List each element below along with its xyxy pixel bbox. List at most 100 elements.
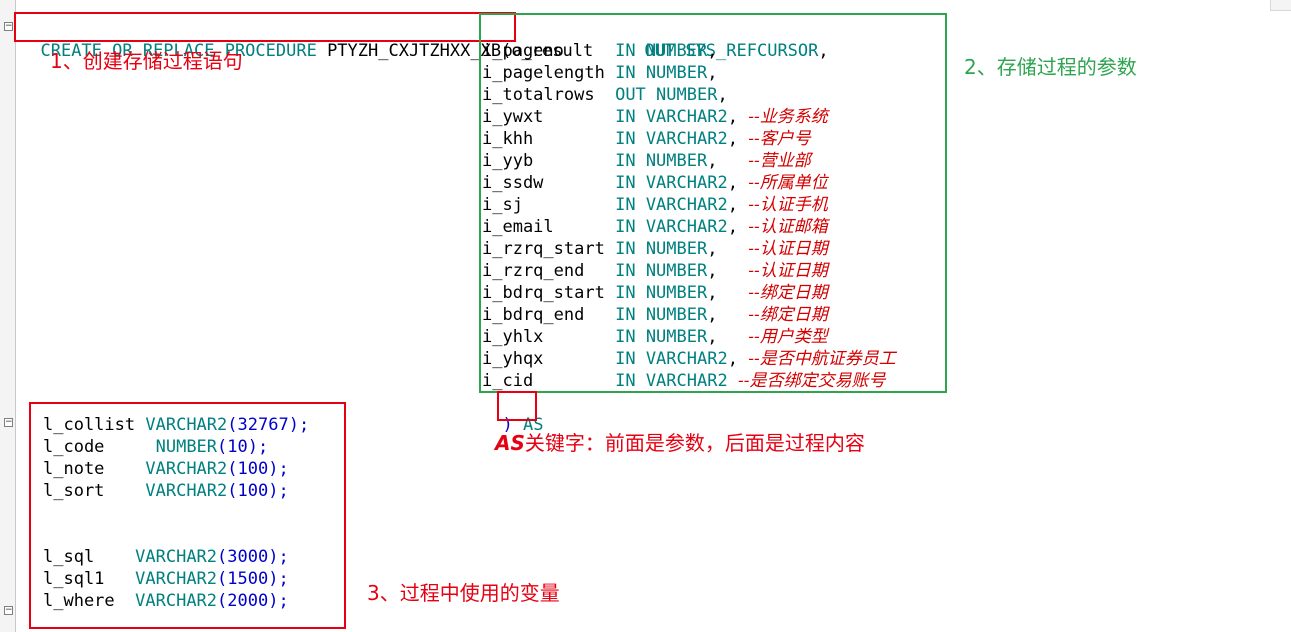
param-line[interactable]: i_bdrq_end IN NUMBER, --绑定日期 — [482, 304, 828, 326]
variable-size: 2000 — [227, 591, 269, 611]
param-line[interactable]: i_totalrows OUT NUMBER, — [482, 84, 748, 106]
code-line-header[interactable]: CREATE OR REPLACE PROCEDURE PTYZH_CXJTZH… — [40, 41, 829, 61]
param-mode: IN — [615, 283, 636, 303]
param-separator: , — [707, 239, 718, 259]
param-separator: , — [707, 261, 718, 281]
param-separator: , — [707, 327, 718, 347]
param-comment: --用户类型 — [748, 327, 828, 347]
param-type: NUMBER — [645, 305, 708, 325]
param-type: VARCHAR2 — [645, 129, 728, 149]
param-type: NUMBER — [645, 41, 708, 61]
param-name: o_result — [511, 41, 594, 61]
variable-size: 32767 — [237, 415, 289, 435]
variable-type: VARCHAR2 — [135, 569, 218, 589]
param-mode: IN — [615, 41, 636, 61]
variable-type: VARCHAR2 — [145, 459, 228, 479]
param-comment: --认证日期 — [748, 239, 828, 259]
param-name: i_cid — [482, 371, 534, 391]
param-comment: --认证手机 — [748, 195, 828, 215]
variable-line[interactable]: l_note VARCHAR2(100); — [43, 459, 289, 479]
param-line[interactable]: i_cid IN VARCHAR2 --是否绑定交易账号 — [482, 370, 885, 392]
annotation-as-text: 关键字：前面是参数，后面是过程内容 — [524, 431, 865, 455]
param-mode: IN — [615, 151, 636, 171]
param-comment: --是否中航证券员工 — [748, 349, 896, 369]
open-paren: ( — [501, 41, 512, 61]
annotation-as: AS关键字：前面是参数，后面是过程内容 — [495, 430, 865, 456]
param-comment: --营业部 — [748, 151, 811, 171]
param-type: VARCHAR2 — [645, 349, 728, 369]
param-name: i_ywxt — [482, 107, 544, 127]
param-line[interactable]: i_ywxt IN VARCHAR2, --业务系统 — [482, 106, 828, 128]
param-name: i_rzrq_start — [482, 239, 605, 259]
param-separator: , — [727, 173, 738, 193]
param-line[interactable]: i_ssdw IN VARCHAR2, --所属单位 — [482, 172, 828, 194]
variable-size: 100 — [237, 481, 269, 501]
param-type: VARCHAR2 — [645, 107, 728, 127]
param-name: i_pagelength — [482, 63, 605, 83]
variable-line[interactable]: l_sql VARCHAR2(3000); — [43, 547, 289, 567]
param-type: VARCHAR2 — [645, 371, 728, 391]
param-type: NUMBER — [645, 283, 708, 303]
param-line[interactable]: i_email IN VARCHAR2, --认证邮箱 — [482, 216, 828, 238]
param-separator: , — [707, 41, 718, 61]
param-name: i_bdrq_end — [482, 305, 585, 325]
param-name: i_rzrq_end — [482, 261, 585, 281]
param-line[interactable]: i_pagelength IN NUMBER, — [482, 62, 748, 84]
param-line[interactable]: i_rzrq_end IN NUMBER, --认证日期 — [482, 260, 828, 282]
param-line[interactable]: i_rzrq_start IN NUMBER, --认证日期 — [482, 238, 828, 260]
variable-type: VARCHAR2 — [145, 415, 228, 435]
scrollbar-corner[interactable] — [1270, 0, 1291, 11]
param-type: VARCHAR2 — [645, 173, 728, 193]
param-line[interactable]: i_pageno IN NUMBER, — [482, 40, 748, 62]
param-line[interactable]: i_yhqx IN VARCHAR2, --是否中航证券员工 — [482, 348, 896, 370]
param-name: i_yhlx — [482, 327, 544, 347]
param-name: i_yhqx — [482, 349, 544, 369]
variable-name: l_where — [43, 591, 115, 611]
variable-line[interactable]: l_where VARCHAR2(2000); — [43, 591, 289, 611]
variable-name: l_code — [43, 437, 105, 457]
param-type: NUMBER — [645, 261, 708, 281]
param-line[interactable]: i_sj IN VARCHAR2, --认证手机 — [482, 194, 828, 216]
variable-name: l_sort — [43, 481, 105, 501]
editor-gutter: − − − — [0, 0, 16, 632]
annotation-vars: 3、过程中使用的变量 — [367, 581, 560, 605]
param-separator: , — [727, 349, 738, 369]
param-name: i_pageno — [482, 41, 564, 61]
param-type: VARCHAR2 — [645, 217, 728, 237]
fold-toggle-icon[interactable]: − — [4, 417, 13, 427]
highlight-box-params — [479, 13, 947, 393]
variable-type: VARCHAR2 — [145, 481, 228, 501]
fold-toggle-icon[interactable]: − — [4, 21, 13, 31]
param-type: NUMBER — [645, 239, 708, 259]
variable-line[interactable]: l_sql1 VARCHAR2(1500); — [43, 569, 289, 589]
param-separator: , — [707, 151, 718, 171]
highlight-box-as — [497, 391, 537, 421]
param-name: i_email — [482, 217, 554, 237]
param-separator: , — [727, 107, 738, 127]
param-separator: , — [707, 305, 718, 325]
variable-name: l_note — [43, 459, 105, 479]
variable-line[interactable]: l_collist VARCHAR2(32767); — [43, 415, 310, 435]
param-name: i_khh — [482, 129, 534, 149]
variable-name: l_sql1 — [43, 569, 105, 589]
variable-line[interactable]: l_sort VARCHAR2(100); — [43, 481, 289, 501]
param-mode: IN — [615, 371, 636, 391]
fold-toggle-icon[interactable]: − — [4, 605, 13, 615]
param-mode-type: OUT SYS_REFCURSOR — [644, 41, 819, 61]
variable-line[interactable]: l_code NUMBER(10); — [43, 437, 269, 457]
param-comment: --业务系统 — [748, 107, 828, 127]
param-name: i_yyb — [482, 151, 534, 171]
variable-type: NUMBER — [155, 437, 218, 457]
param-line[interactable]: i_yyb IN NUMBER, --营业部 — [482, 150, 811, 172]
annotation-as-keyword: AS — [495, 431, 525, 455]
param-mode: IN — [615, 173, 636, 193]
param-line[interactable]: i_bdrq_start IN NUMBER, --绑定日期 — [482, 282, 828, 304]
param-mode: IN — [615, 217, 636, 237]
param-line[interactable]: i_khh IN VARCHAR2, --客户号 — [482, 128, 811, 150]
param-separator: , — [717, 85, 728, 105]
param-comment: --绑定日期 — [748, 305, 828, 325]
param-separator: , — [727, 195, 738, 215]
param-mode: IN — [615, 349, 636, 369]
param-type: NUMBER — [645, 63, 708, 83]
param-line[interactable]: i_yhlx IN NUMBER, --用户类型 — [482, 326, 828, 348]
